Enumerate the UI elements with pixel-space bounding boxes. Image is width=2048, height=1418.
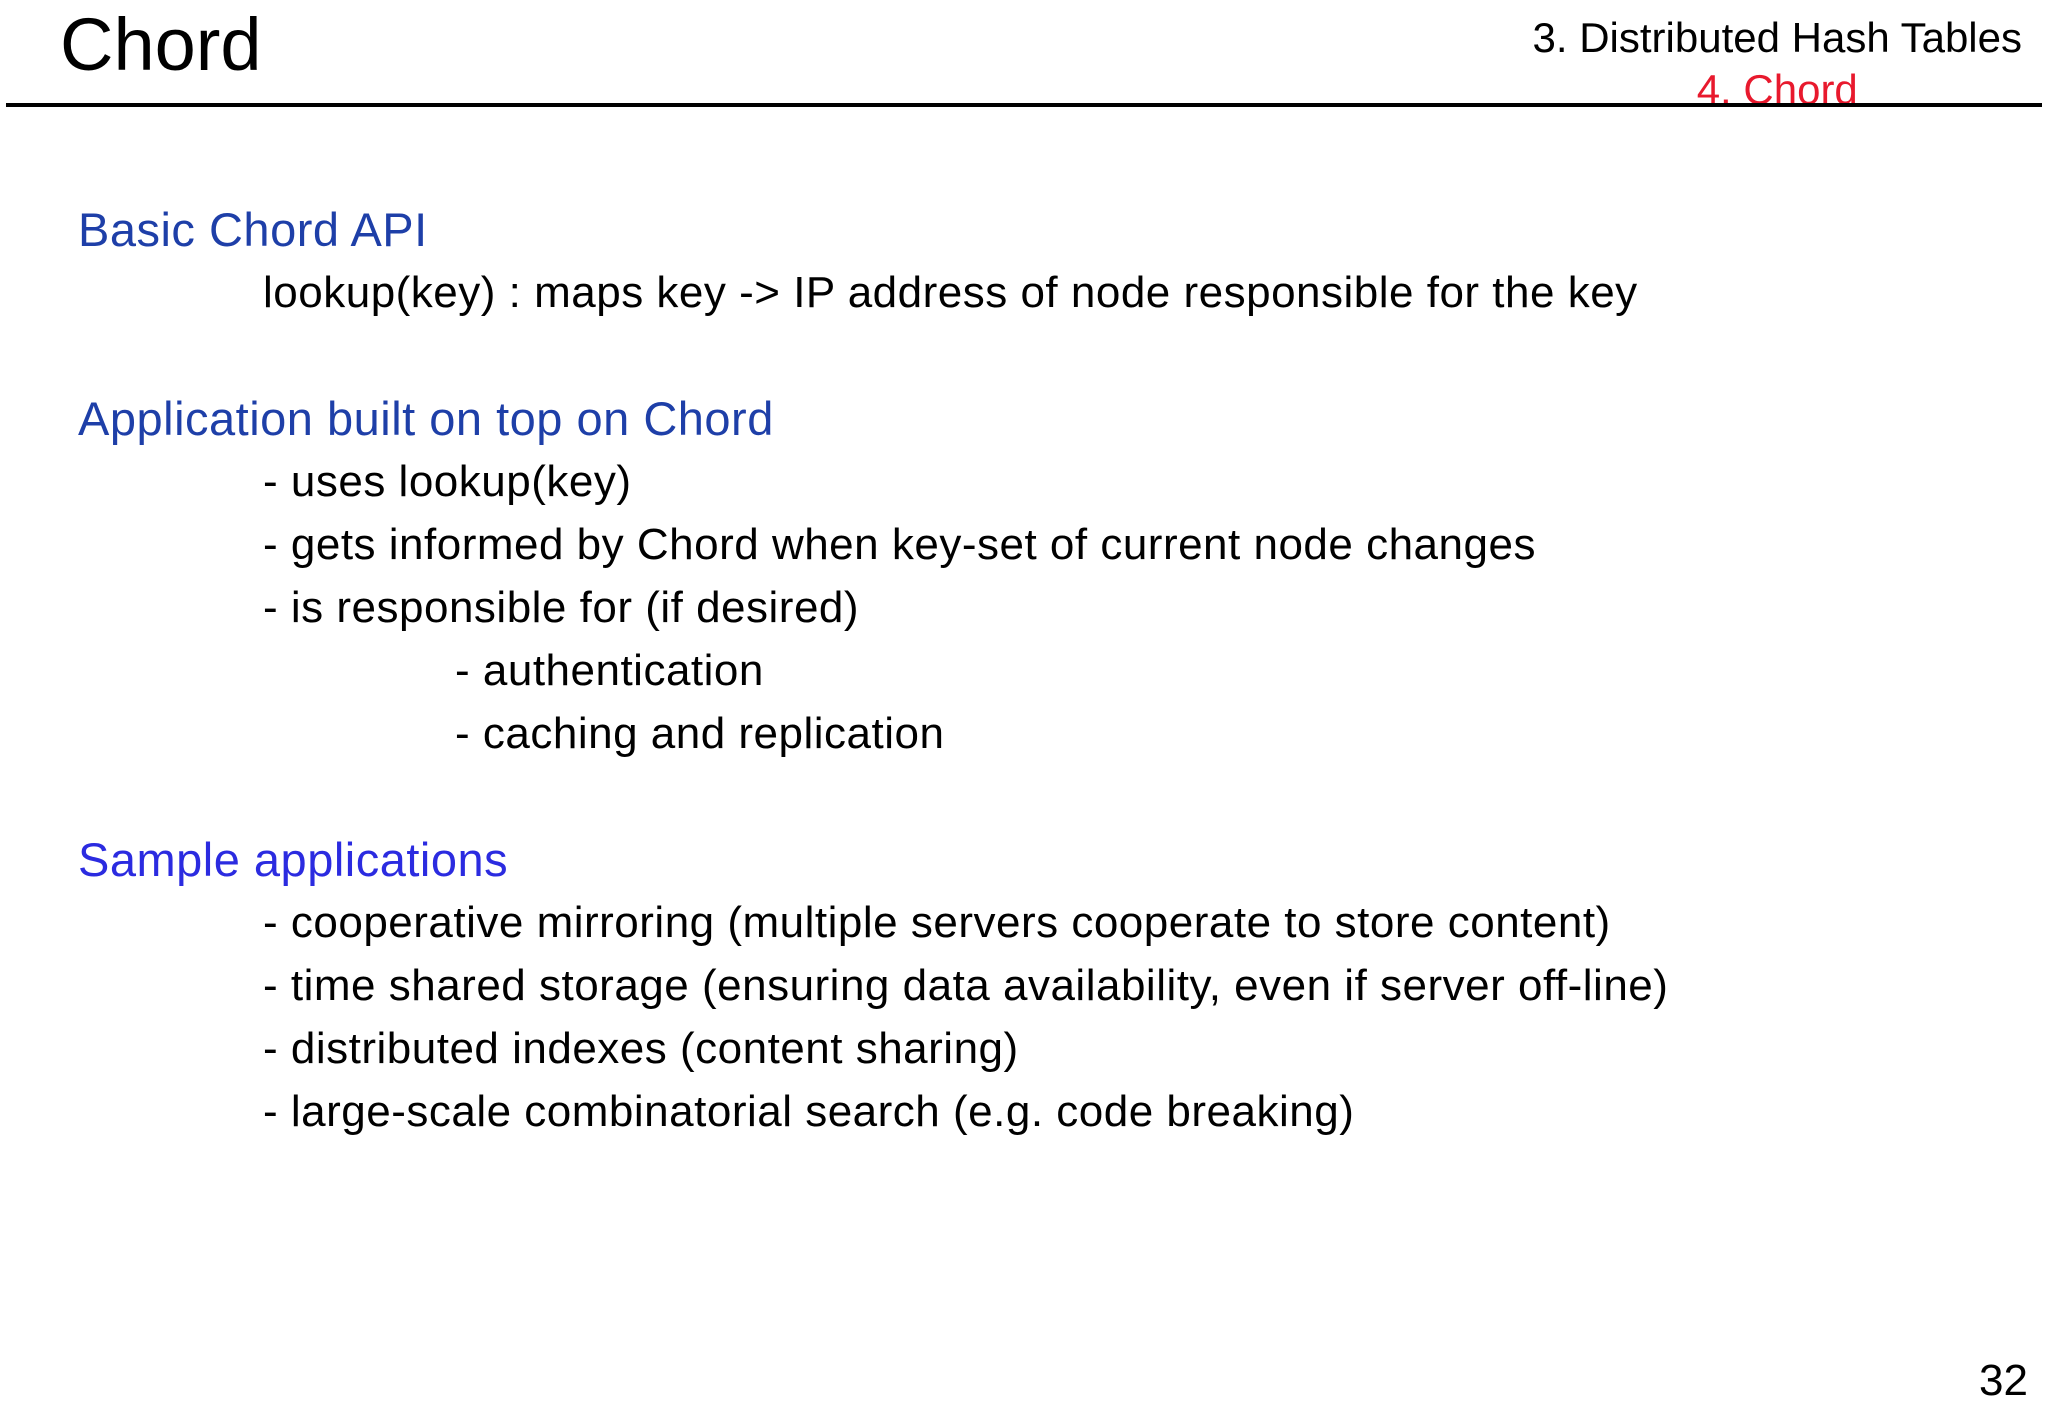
body-line: - caching and replication — [455, 709, 945, 758]
section-label: 4. Chord — [1696, 66, 1858, 113]
section-heading-basic-chord-api: Basic Chord API — [78, 203, 428, 256]
chapter-label: 3. Distributed Hash Tables — [1532, 14, 2022, 61]
body-line: - cooperative mirroring (multiple server… — [263, 898, 1611, 947]
body-line: - large-scale combinatorial search (e.g.… — [263, 1087, 1355, 1136]
body-line: - distributed indexes (content sharing) — [263, 1024, 1019, 1073]
body-line: lookup(key) : maps key -> IP address of … — [263, 268, 1638, 317]
blank-line — [0, 324, 2048, 387]
blank-line — [0, 765, 2048, 828]
body-line: - is responsible for (if desired) — [263, 583, 860, 632]
header-divider — [6, 103, 2042, 107]
slide-body: Basic Chord API lookup(key) : maps key -… — [0, 198, 2048, 1143]
page-number: 32 — [1979, 1356, 2028, 1405]
body-line: - gets informed by Chord when key-set of… — [263, 520, 1536, 569]
section-heading-sample-applications: Sample applications — [78, 833, 509, 886]
body-line: - uses lookup(key) — [263, 457, 632, 506]
body-line: - authentication — [455, 646, 764, 695]
page-title: Chord — [60, 3, 262, 86]
section-heading-application: Application built on top on Chord — [78, 392, 774, 445]
body-line: - time shared storage (ensuring data ava… — [263, 961, 1669, 1010]
header-right: 3. Distributed Hash Tables 4. Chord — [1533, 12, 2022, 116]
